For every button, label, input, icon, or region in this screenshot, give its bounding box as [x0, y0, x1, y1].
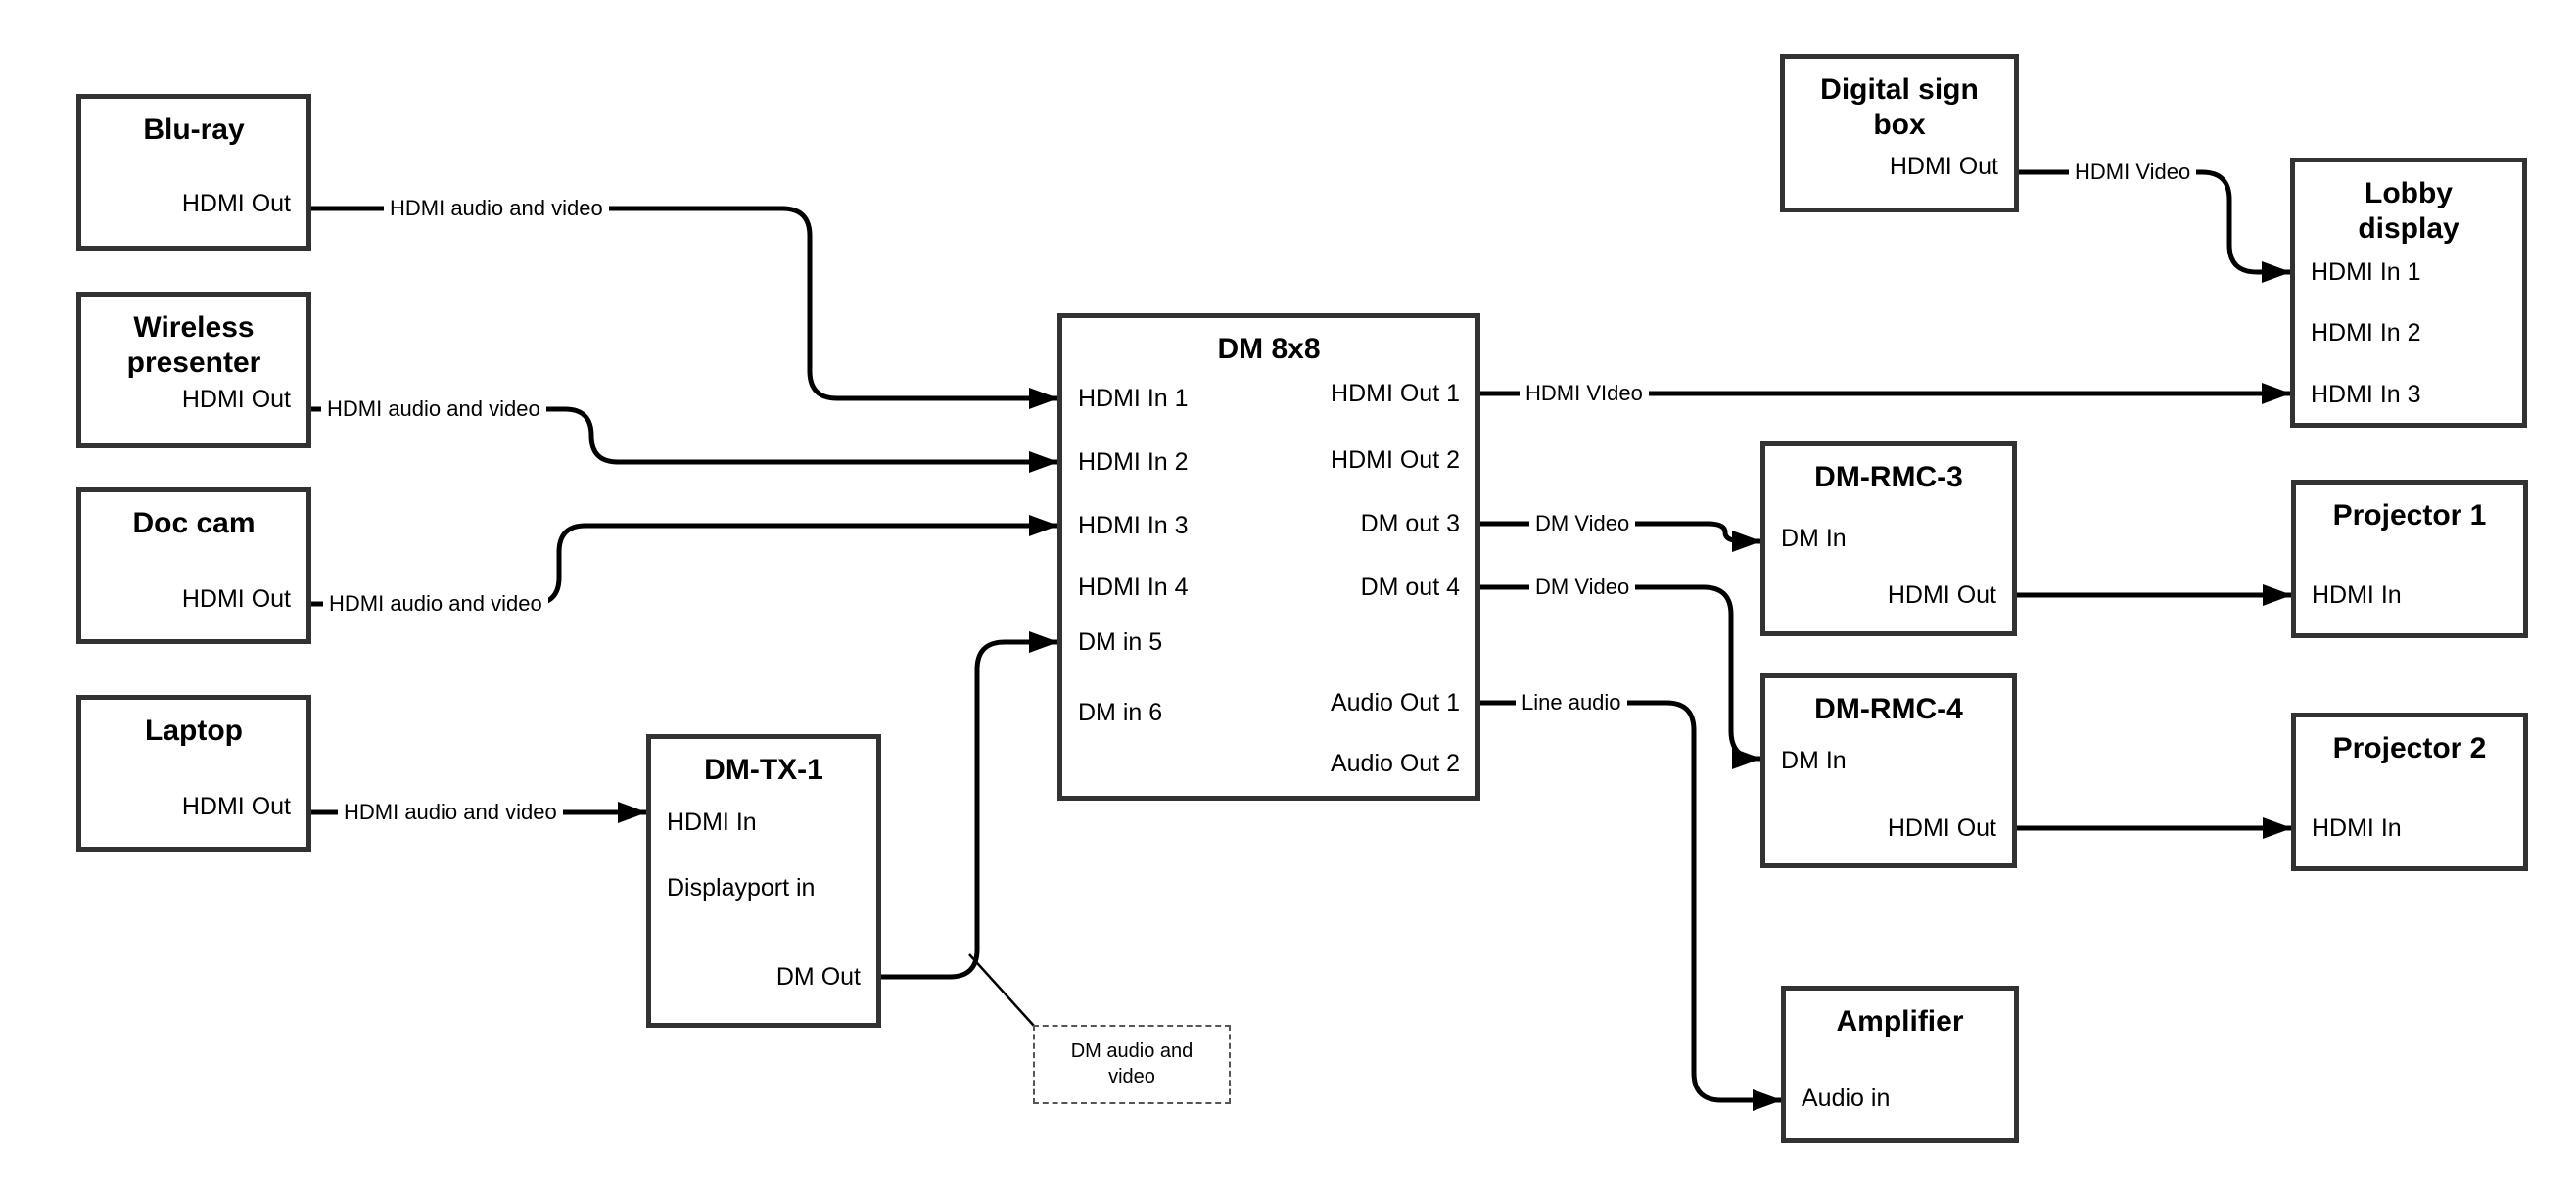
port-doc-cam-hdmi-out: HDMI Out: [181, 585, 291, 613]
edge-label-bluray-to-dm8x8-hdmi-in-1: HDMI audio and video: [384, 195, 609, 222]
port-dm-8x8-hdmi-out-2: HDMI Out 2: [1331, 446, 1460, 474]
edge-wireless-to-dm8x8-hdmi-in-2: [311, 406, 1058, 473]
edge-dm8x8-dm-out-4-to-dmrmc4-dm-in: [1480, 584, 1761, 769]
port-projector-2-hdmi-in: HDMI In: [2312, 814, 2402, 842]
edge-digitalsign-to-lobby-hdmi-in-1: [2019, 169, 2291, 283]
port-lobby-display-hdmi-in-1: HDMI In 1: [2311, 258, 2421, 286]
node-title-amplifier: Amplifier: [1836, 1005, 1964, 1038]
port-dm-rmc-4-dm-in: DM In: [1781, 747, 1847, 774]
edge-label-dm8x8-hdmi-out-1-to-lobby-hdmi-in-3: HDMI VIdeo: [1520, 380, 1649, 407]
node-title-digital-sign-box: Digital sign box: [1820, 73, 1979, 141]
node-title-blu-ray: Blu-ray: [143, 114, 245, 146]
port-amplifier-audio-in: Audio in: [1802, 1085, 1891, 1112]
port-wireless-presenter-hdmi-out: HDMI Out: [181, 386, 291, 413]
edge-bluray-to-dm8x8-hdmi-in-1: [311, 206, 1058, 409]
node-title-dm-rmc-4: DM-RMC-4: [1814, 693, 1963, 725]
note-leader-line: [968, 953, 1035, 1027]
node-projector-1: Projector 1 HDMI In: [2291, 480, 2528, 638]
port-lobby-display-hdmi-in-2: HDMI In 2: [2311, 319, 2421, 346]
port-dm-8x8-audio-out-1: Audio Out 1: [1330, 689, 1460, 716]
edge-dm8x8-dm-out-3-to-dmrmc3-dm-in: [1480, 521, 1761, 552]
port-dm-8x8-hdmi-in-4: HDMI In 4: [1078, 574, 1189, 601]
port-projector-1-hdmi-in: HDMI In: [2312, 581, 2402, 609]
dm-audio-video-note: DM audio and video: [1033, 1025, 1231, 1104]
port-lobby-display-hdmi-in-3: HDMI In 3: [2311, 381, 2421, 408]
port-dm-tx-1-dm-out: DM Out: [775, 963, 861, 991]
node-title-dm-rmc-3: DM-RMC-3: [1814, 461, 1963, 493]
port-dm-rmc-3-hdmi-out: HDMI Out: [1887, 581, 1996, 609]
node-title-wireless-presenter: Wireless presenter: [126, 311, 261, 379]
port-digital-sign-box-hdmi-out: HDMI Out: [1889, 153, 1998, 180]
port-dm-rmc-3-dm-in: DM In: [1781, 525, 1847, 552]
node-projector-2: Projector 2 HDMI In: [2291, 713, 2528, 871]
edge-label-dm8x8-audio-out-1-to-amplifier: Line audio: [1516, 689, 1627, 716]
port-dm-8x8-hdmi-in-2: HDMI In 2: [1078, 448, 1189, 476]
port-dm-tx-1-displayport-in: Displayport in: [667, 874, 816, 901]
edge-label-laptop-to-dmtx1-hdmi-in: HDMI audio and video: [338, 799, 563, 826]
edge-dm8x8-audio-out-1-to-amplifier: [1480, 700, 1782, 1111]
note-text: DM audio and video: [1070, 1040, 1194, 1087]
edge-label-digitalsign-to-lobby-hdmi-in-1: HDMI Video: [2069, 159, 2197, 186]
port-dm-8x8-dm-out-4: DM out 4: [1360, 574, 1460, 601]
node-dm-rmc-3: DM-RMC-3 DM In HDMI Out: [1760, 441, 2017, 636]
port-dm-8x8-dm-in-6: DM in 6: [1078, 699, 1163, 726]
node-title-projector-2: Projector 2: [2332, 732, 2487, 764]
node-dm-rmc-4: DM-RMC-4 DM In HDMI Out: [1760, 673, 2017, 868]
port-dm-8x8-dm-in-5: DM in 5: [1078, 628, 1163, 656]
port-dm-rmc-4-hdmi-out: HDMI Out: [1887, 814, 1996, 842]
node-title-projector-1: Projector 1: [2332, 499, 2487, 531]
edge-label-wireless-to-dm8x8-hdmi-in-2: HDMI audio and video: [321, 395, 546, 423]
port-dm-tx-1-hdmi-in: HDMI In: [667, 808, 757, 836]
node-title-laptop: Laptop: [145, 715, 243, 747]
node-title-dm-tx-1: DM-TX-1: [704, 754, 823, 786]
port-dm-8x8-dm-out-3: DM out 3: [1360, 510, 1460, 537]
port-dm-8x8-hdmi-out-1: HDMI Out 1: [1331, 380, 1460, 407]
node-title-doc-cam: Doc cam: [132, 507, 256, 539]
edge-label-doccam-to-dm8x8-hdmi-in-3: HDMI audio and video: [323, 590, 548, 618]
edge-label-dm8x8-dm-out-4-to-dmrmc4-dm-in: DM Video: [1529, 574, 1636, 601]
edge-dmtx1-dmout-to-dm8x8-dm-in-5: [881, 631, 1058, 980]
edge-label-dm8x8-dm-out-3-to-dmrmc3-dm-in: DM Video: [1529, 510, 1636, 537]
port-blu-ray-hdmi-out: HDMI Out: [181, 190, 291, 217]
port-laptop-hdmi-out: HDMI Out: [181, 793, 291, 820]
port-dm-8x8-hdmi-in-3: HDMI In 3: [1078, 512, 1189, 539]
port-dm-8x8-audio-out-2: Audio Out 2: [1330, 750, 1460, 777]
node-title-lobby-display: Lobby display: [2358, 177, 2459, 245]
port-dm-8x8-hdmi-in-1: HDMI In 1: [1078, 385, 1189, 412]
node-title-dm-8x8: DM 8x8: [1217, 333, 1321, 365]
